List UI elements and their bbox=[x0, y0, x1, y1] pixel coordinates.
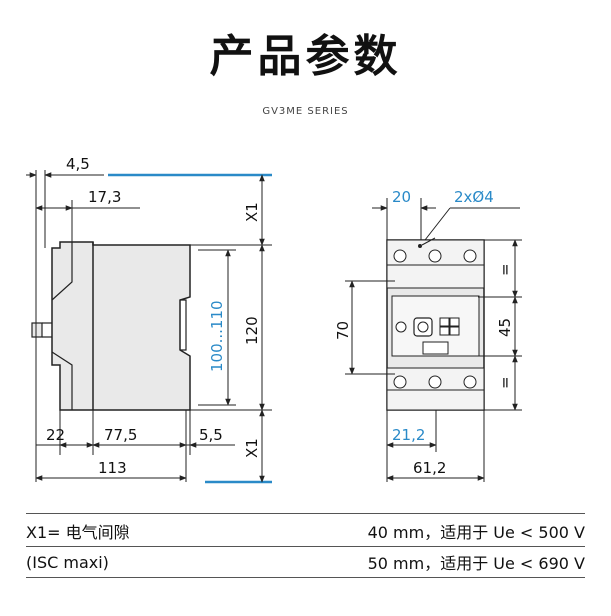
dim-height-range: 100...110 bbox=[208, 300, 226, 372]
side-view: 4,5 17,3 X1 120 X1 100...110 22 77,5 bbox=[26, 155, 272, 484]
dim-width: 61,2 bbox=[413, 459, 446, 477]
notes-bottom-divider bbox=[26, 577, 585, 578]
dim-height: 120 bbox=[243, 316, 261, 345]
dim-half-width: 21,2 bbox=[392, 426, 425, 444]
dim-top-width: 17,3 bbox=[88, 188, 121, 206]
dim-front: 22 bbox=[46, 426, 65, 444]
dim-holes: 2xØ4 bbox=[454, 188, 494, 206]
page-title: 产品参数 bbox=[209, 31, 402, 82]
side-view-knob bbox=[31, 322, 43, 338]
note-value-500v: 40 mm，适用于 Ue < 500 V bbox=[367, 523, 585, 542]
dial-icon bbox=[395, 321, 407, 333]
front-view: 20 2xØ4 70 = 45 = 21,2 61,2 bbox=[334, 188, 522, 482]
dim-total: 113 bbox=[98, 459, 127, 477]
notes-middle-divider bbox=[26, 546, 585, 547]
dim-top-offset: 4,5 bbox=[66, 155, 90, 173]
note-row-2: (ISC maxi) 50 mm，适用于 Ue < 690 V bbox=[26, 549, 585, 575]
note-label-isc: (ISC maxi) bbox=[26, 552, 109, 572]
dim-back: 5,5 bbox=[199, 426, 223, 444]
note-label-clearance: X1= 电气间隙 bbox=[26, 523, 130, 542]
dim-hole-spacing: 20 bbox=[392, 188, 411, 206]
dim-body: 77,5 bbox=[104, 426, 137, 444]
series-subtitle: GV3ME SERIES bbox=[262, 106, 349, 117]
dim-clearance-bottom: X1 bbox=[243, 438, 261, 458]
dim-center: 45 bbox=[496, 318, 514, 337]
dim-mount-height: 70 bbox=[334, 321, 352, 340]
dim-equal-bottom: = bbox=[496, 376, 514, 389]
dim-clearance-top: X1 bbox=[243, 202, 261, 222]
notes-top-divider bbox=[26, 513, 585, 514]
side-view-body bbox=[51, 241, 191, 411]
note-row-1: X1= 电气间隙 40 mm，适用于 Ue < 500 V bbox=[26, 518, 585, 544]
dim-equal-top: = bbox=[496, 263, 514, 276]
note-value-690v: 50 mm，适用于 Ue < 690 V bbox=[367, 554, 585, 573]
